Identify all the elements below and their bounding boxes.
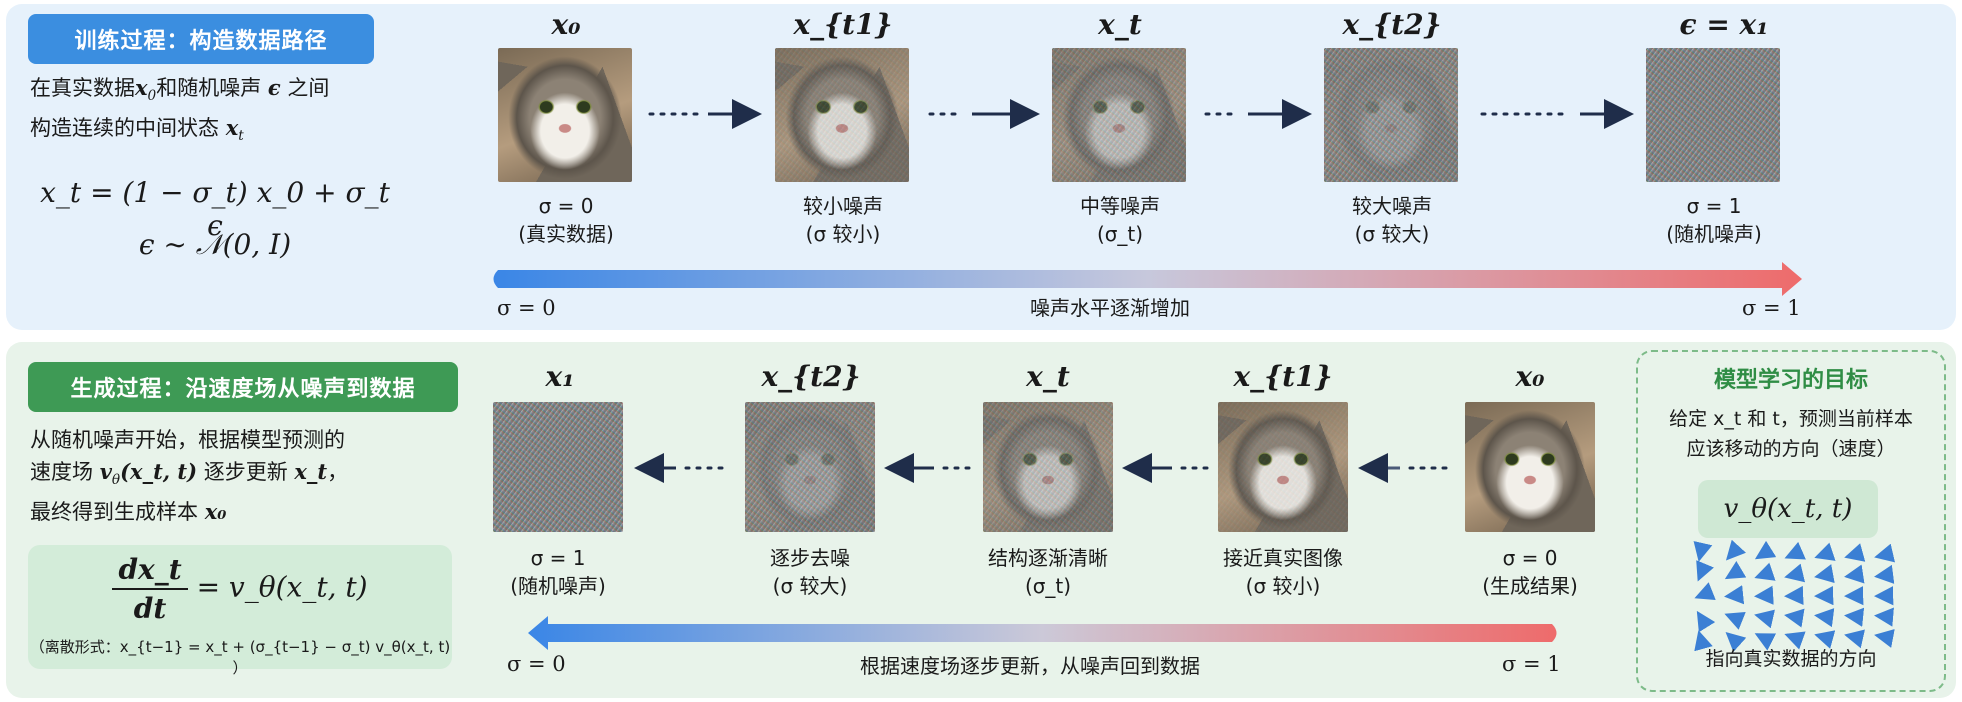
gen-title-0: x₁ (545, 360, 575, 393)
training-description: 在真实数据x0和随机噪声 ϵ 之间 构造连续的中间状态 xt (30, 75, 330, 145)
training-formula: x_t = (1 − σ_t) x_0 + σ_t ϵ (40, 176, 390, 242)
velocity-arrow-2 (1754, 540, 1777, 560)
gen-caption-1a: 逐步去噪 (770, 546, 850, 570)
train-caption-3a: 较大噪声 (1352, 194, 1432, 218)
velocity-arrow-24 (1784, 608, 1805, 628)
gen-title-4: x₀ (1515, 360, 1545, 393)
gen-image-mid-noise (983, 402, 1113, 532)
goal-description: 给定 x_t 和 t，预测当前样本 应该移动的方向（速度） (1669, 408, 1913, 460)
gen-title-1: x_{t2} (761, 360, 861, 393)
train-image-high-noise (1324, 48, 1458, 182)
velocity-arrow-21 (1696, 610, 1716, 633)
gen-caption-2a: 结构逐渐清晰 (988, 546, 1108, 570)
gen-bar-right: σ = 1 (1502, 652, 1561, 676)
velocity-arrow-34 (1874, 629, 1895, 648)
noise-distribution: ϵ ∼ 𝒩(0, I) (138, 228, 292, 261)
velocity-arrow-31 (1784, 631, 1806, 650)
train-title-3: x_{t2} (1342, 8, 1442, 41)
velocity-arrow-27 (1874, 607, 1894, 627)
velocity-arrow-8 (1724, 560, 1747, 580)
velocity-arrow-5 (1844, 543, 1866, 562)
goal-box (1636, 350, 1946, 692)
velocity-arrow-15 (1724, 585, 1745, 605)
velocity-arrow-22 (1724, 611, 1746, 630)
train-caption-4a: σ = 1 (1686, 194, 1742, 218)
velocity-arrow-32 (1814, 630, 1836, 649)
train-image-real (498, 48, 632, 182)
velocity-arrow-7 (1696, 560, 1714, 582)
gen-bar-left: σ = 0 (507, 652, 566, 676)
train-title-1: x_{t1} (793, 8, 893, 41)
train-title-2: x_t (1098, 8, 1142, 41)
generation-description: 从随机噪声开始，根据模型预测的 速度场 vθ(x_t, t) 逐步更新 x_t，… (30, 428, 349, 525)
train-image-pure-noise (1646, 48, 1780, 182)
gen-caption-1b: (σ 较大) (772, 574, 848, 598)
train-bar-label: 噪声水平逐渐增加 (1030, 296, 1190, 320)
goal-title: 模型学习的目标 (1713, 368, 1868, 393)
velocity-arrow-4 (1814, 542, 1836, 561)
train-title-0: x₀ (551, 8, 581, 41)
gen-title-2: x_t (1026, 360, 1070, 393)
train-caption-2b: (σ_t) (1096, 222, 1144, 246)
velocity-arrow-3 (1784, 541, 1806, 560)
velocity-arrow-16 (1754, 585, 1774, 605)
generation-badge: 生成过程：沿速度场从噪声到数据 (28, 362, 458, 412)
gen-caption-4b: (生成结果) (1482, 574, 1578, 598)
gen-caption-0a: σ = 1 (530, 546, 586, 570)
train-bar-left: σ = 0 (497, 296, 556, 320)
gen-image-generated (1465, 402, 1595, 532)
train-caption-0b: (真实数据) (518, 222, 614, 246)
train-caption-1b: (σ 较小) (805, 222, 881, 246)
velocity-arrow-13 (1874, 564, 1895, 584)
gen-bar-label: 根据速度场逐步更新，从噪声回到数据 (860, 654, 1200, 678)
train-caption-1a: 较小噪声 (803, 194, 883, 218)
gen-caption-0b: (随机噪声) (510, 574, 606, 598)
velocity-field (1693, 539, 1896, 652)
velocity-arrow-23 (1754, 609, 1776, 629)
gen-image-high-noise (745, 402, 875, 532)
gen-caption-3a: 接近真实图像 (1223, 546, 1343, 570)
gen-title-3: x_{t1} (1233, 360, 1333, 393)
velocity-arrow-26 (1844, 607, 1865, 627)
train-caption-0a: σ = 0 (538, 194, 594, 218)
velocity-arrow-9 (1754, 562, 1776, 581)
velocity-arrow-17 (1784, 585, 1804, 606)
velocity-arrow-6 (1874, 543, 1896, 563)
gen-image-low-noise (1218, 402, 1348, 532)
velocity-pill: v_θ(x_t, t) (1698, 480, 1878, 538)
gen-caption-4a: σ = 0 (1502, 546, 1558, 570)
train-caption-2a: 中等噪声 (1080, 194, 1160, 218)
velocity-arrow-0 (1693, 541, 1713, 562)
velocity-arrow-30 (1754, 633, 1777, 651)
train-caption-4b: (随机噪声) (1666, 222, 1762, 246)
velocity-arrow-1 (1725, 539, 1746, 561)
velocity-arrow-28 (1694, 630, 1713, 652)
ode-discrete-form: （离散形式：x_{t−1} = x_t + (σ_{t−1} − σ_t) v_… (29, 638, 451, 677)
velocity-arrow-10 (1784, 563, 1806, 583)
train-title-4: ϵ = x₁ (1679, 8, 1769, 41)
goal-footnote: 指向真实数据的方向 (1705, 648, 1877, 670)
gen-caption-2b: (σ_t) (1024, 574, 1072, 598)
train-bar-right: σ = 1 (1742, 296, 1801, 320)
noise-level-bar (493, 262, 1802, 296)
train-image-low-noise (775, 48, 909, 182)
gen-caption-3b: (σ 较小) (1245, 574, 1321, 598)
training-badge: 训练过程：构造数据路径 (28, 14, 374, 64)
train-caption-3b: (σ 较大) (1354, 222, 1430, 246)
velocity-arrow-14 (1694, 582, 1716, 601)
velocity-arrow-12 (1844, 564, 1865, 584)
velocity-arrow-33 (1844, 629, 1865, 649)
train-image-mid-noise (1052, 48, 1186, 182)
velocity-arrow-29 (1725, 631, 1747, 652)
velocity-arrow-11 (1814, 564, 1835, 584)
denoise-bar (528, 616, 1557, 650)
velocity-arrow-25 (1814, 608, 1835, 628)
gen-image-pure-noise (493, 402, 623, 532)
